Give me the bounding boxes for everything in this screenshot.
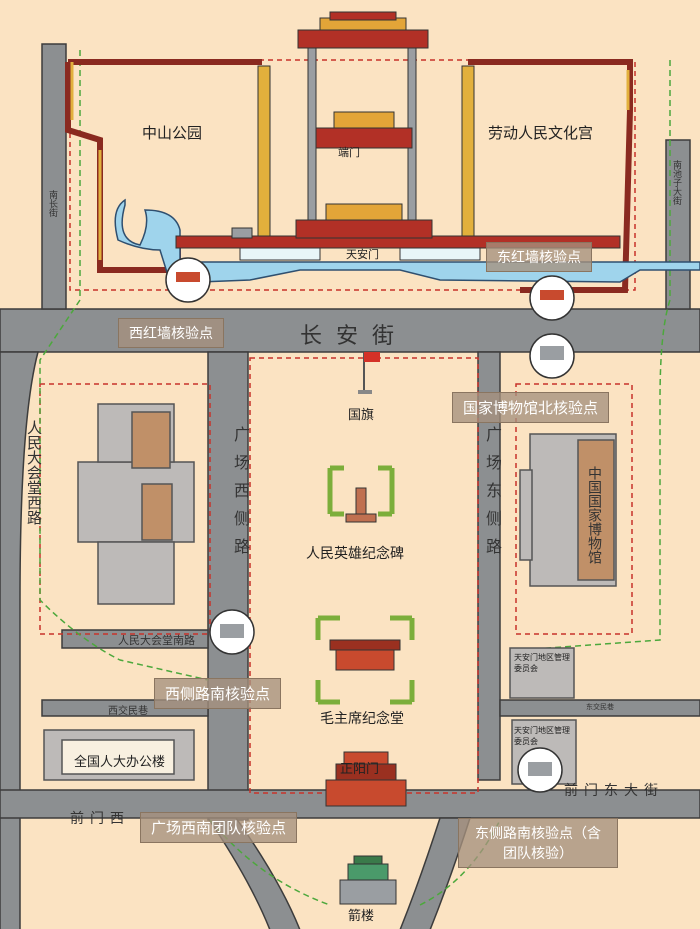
- museum-north-checkpoint[interactable]: 国家博物馆北核验点: [452, 392, 610, 423]
- square-southwest-group-checkpoint[interactable]: 广场西南团队核验点: [140, 812, 298, 843]
- west-corridor: [257, 65, 271, 237]
- npc-office-building: [43, 729, 195, 781]
- jianlou: [339, 855, 397, 905]
- square-west-road: [207, 351, 249, 821]
- duanmen-label: 端门: [338, 146, 360, 159]
- district-management-label: 天安门地区管理委员会: [514, 726, 570, 746]
- monument-label: 人民英雄纪念碑: [306, 546, 404, 562]
- wall-highlights: [70, 62, 630, 260]
- duanmen-gate: [315, 111, 413, 149]
- national-flag-label: 国旗: [348, 408, 375, 423]
- museum-building-label: 中国国家博物馆: [586, 466, 602, 564]
- workers-cultural-palace-label: 劳动人民文化宫: [488, 124, 594, 142]
- xijiaominxiang-label: 西交民巷: [108, 706, 148, 717]
- top-gate: [297, 11, 429, 49]
- chang-an-street-label: 长安街: [300, 324, 409, 349]
- west-route: [39, 50, 209, 681]
- square-east-road-label: 广场东侧路: [483, 426, 502, 566]
- qianmen-east-street-label: 前门东大街: [564, 783, 664, 799]
- west-road-south-checkpoint[interactable]: 西侧路南核验点: [154, 678, 282, 709]
- west-red-wall-checkpoint[interactable]: 西红墙核验点: [118, 318, 224, 348]
- great-hall-south-road-label: 人民大会堂南路: [118, 634, 195, 647]
- marker-west-red-wall: [165, 257, 211, 303]
- national-flag: [358, 352, 380, 394]
- east-road-south-checkpoint[interactable]: 东侧路南核验点（含团队核验）: [458, 818, 618, 868]
- tiananmen-label: 天安门: [346, 248, 379, 261]
- mausoleum: [315, 615, 415, 705]
- mausoleum-label: 毛主席纪念堂: [320, 711, 404, 727]
- npc-office-label: 全国人大办公楼: [74, 755, 166, 770]
- zhengyangmen: [325, 751, 407, 807]
- check-markers: [165, 257, 575, 793]
- east-corridor: [461, 65, 475, 237]
- east-route: [519, 60, 671, 651]
- zhongshan-park-label: 中山公园: [142, 124, 203, 142]
- qianmen-west-street-label: 前门西: [70, 811, 130, 827]
- great-hall-building: [77, 403, 195, 605]
- district-gov-label: 天安门地区管理委员会: [514, 653, 570, 673]
- west-wall-trim: [70, 62, 102, 260]
- nanchang-street-label: 南长街: [47, 190, 57, 217]
- dongjiaominxiang-label: 东交民巷: [586, 703, 614, 711]
- renmin-dahuitang-west-road: [0, 351, 39, 929]
- axis-west: [307, 47, 317, 239]
- dongjiaominxiang: [499, 699, 700, 717]
- qianmen-loop: [206, 817, 301, 929]
- west-road-left: [41, 43, 67, 310]
- marker-east-red-wall: [529, 275, 575, 321]
- jianlou-label: 箭楼: [348, 909, 375, 924]
- forbidden-city-zone: [69, 59, 636, 291]
- great-hall-west-road-label: 人民大会堂西路: [25, 420, 43, 525]
- nanheyan-label: 南池子大街: [671, 160, 681, 205]
- museum-zone: [515, 383, 633, 635]
- east-wall: [468, 59, 633, 293]
- museum-building: [519, 433, 617, 587]
- east-red-wall-checkpoint[interactable]: 东红墙核验点: [486, 242, 592, 272]
- square-west-road-label: 广场西侧路: [231, 426, 250, 566]
- marker-museum-north: [529, 333, 575, 379]
- monument: [327, 465, 395, 523]
- marker-east-road-south: [517, 747, 563, 793]
- marker-west-road-south: [209, 609, 255, 655]
- zhengyangmen-label: 正阳门: [340, 762, 380, 777]
